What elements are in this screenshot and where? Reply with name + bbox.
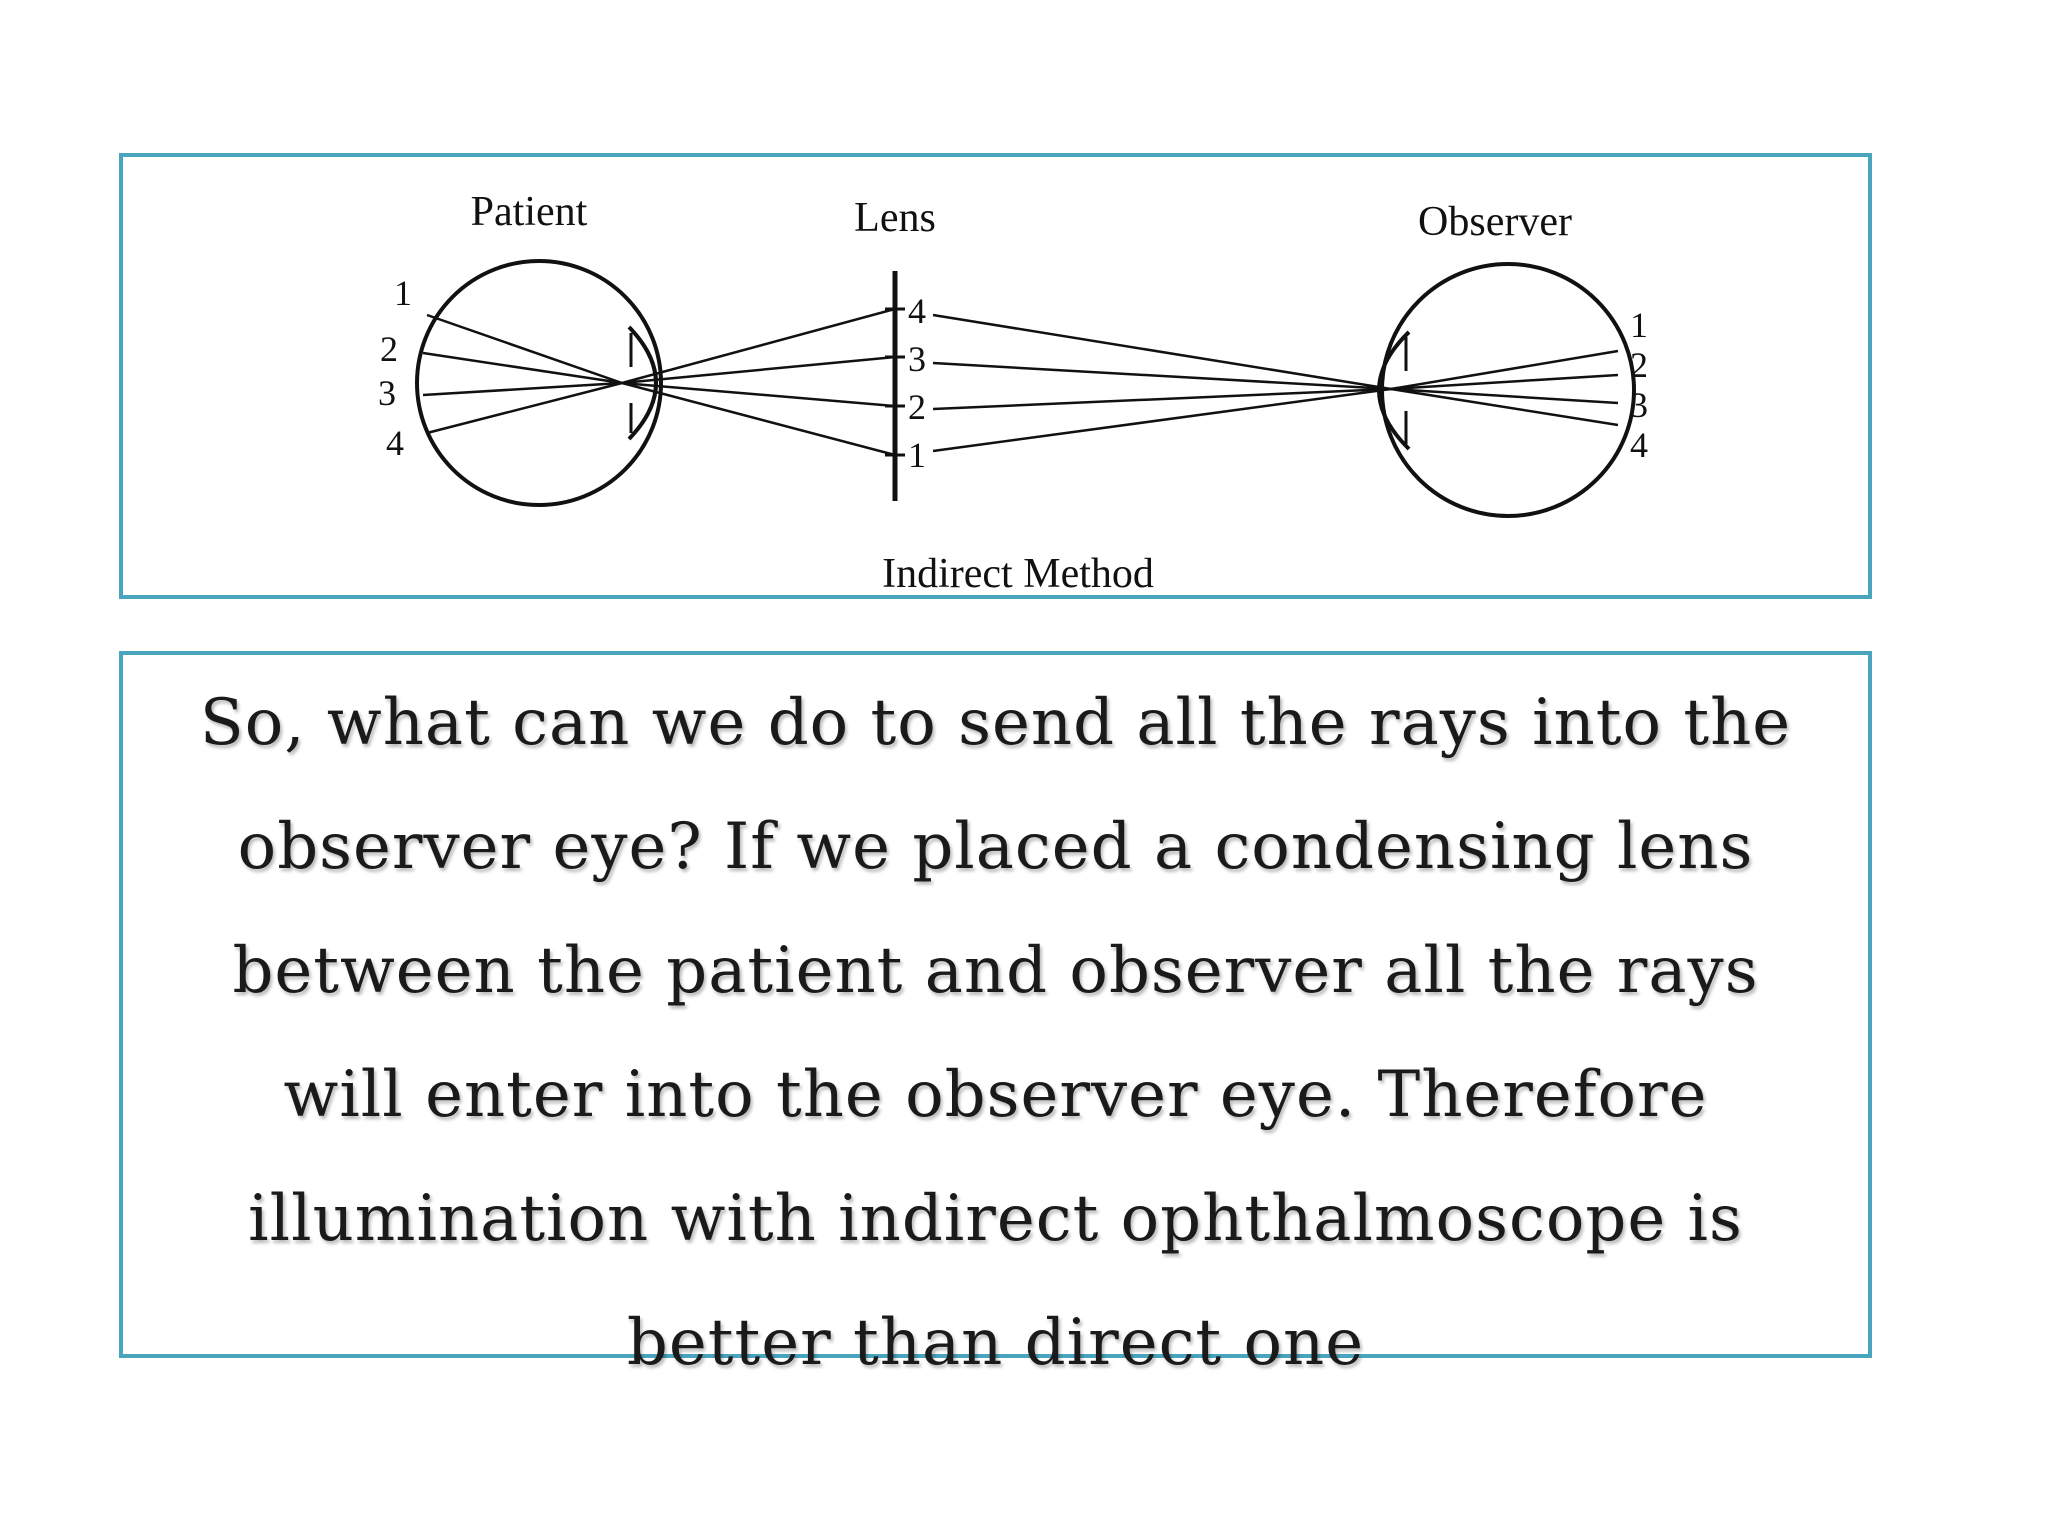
- indirect-method-diagram: Patient Lens Observer Indirect Method 1 …: [378, 189, 1648, 595]
- caption-panel: So, what can we do to send all the rays …: [119, 651, 1872, 1380]
- lens-line: [885, 271, 905, 501]
- lens-number-2: 2: [908, 387, 926, 427]
- observer-number-1: 1: [1630, 305, 1648, 345]
- observer-label: Observer: [1418, 199, 1572, 245]
- patient-number-2: 2: [380, 329, 398, 369]
- patient-number-4: 4: [386, 423, 404, 463]
- patient-label: Patient: [471, 189, 588, 235]
- patient-eye: [415, 259, 663, 507]
- observer-number-4: 4: [1630, 425, 1648, 465]
- lens-number-3: 3: [908, 339, 926, 379]
- diagram-panel: Patient Lens Observer Indirect Method 1 …: [119, 153, 1872, 599]
- lens-number-4: 4: [908, 291, 926, 331]
- lens-label: Lens: [854, 195, 936, 241]
- patient-number-1: 1: [394, 273, 412, 313]
- observer-number-3: 3: [1630, 385, 1648, 425]
- patient-rays: [422, 307, 896, 457]
- observer-number-2: 2: [1630, 345, 1648, 385]
- patient-number-3: 3: [378, 373, 396, 413]
- observer-rays: [932, 313, 1619, 453]
- lens-number-1: 1: [908, 435, 926, 475]
- method-label: Indirect Method: [882, 551, 1154, 595]
- caption-text: So, what can we do to send all the rays …: [199, 686, 1792, 1380]
